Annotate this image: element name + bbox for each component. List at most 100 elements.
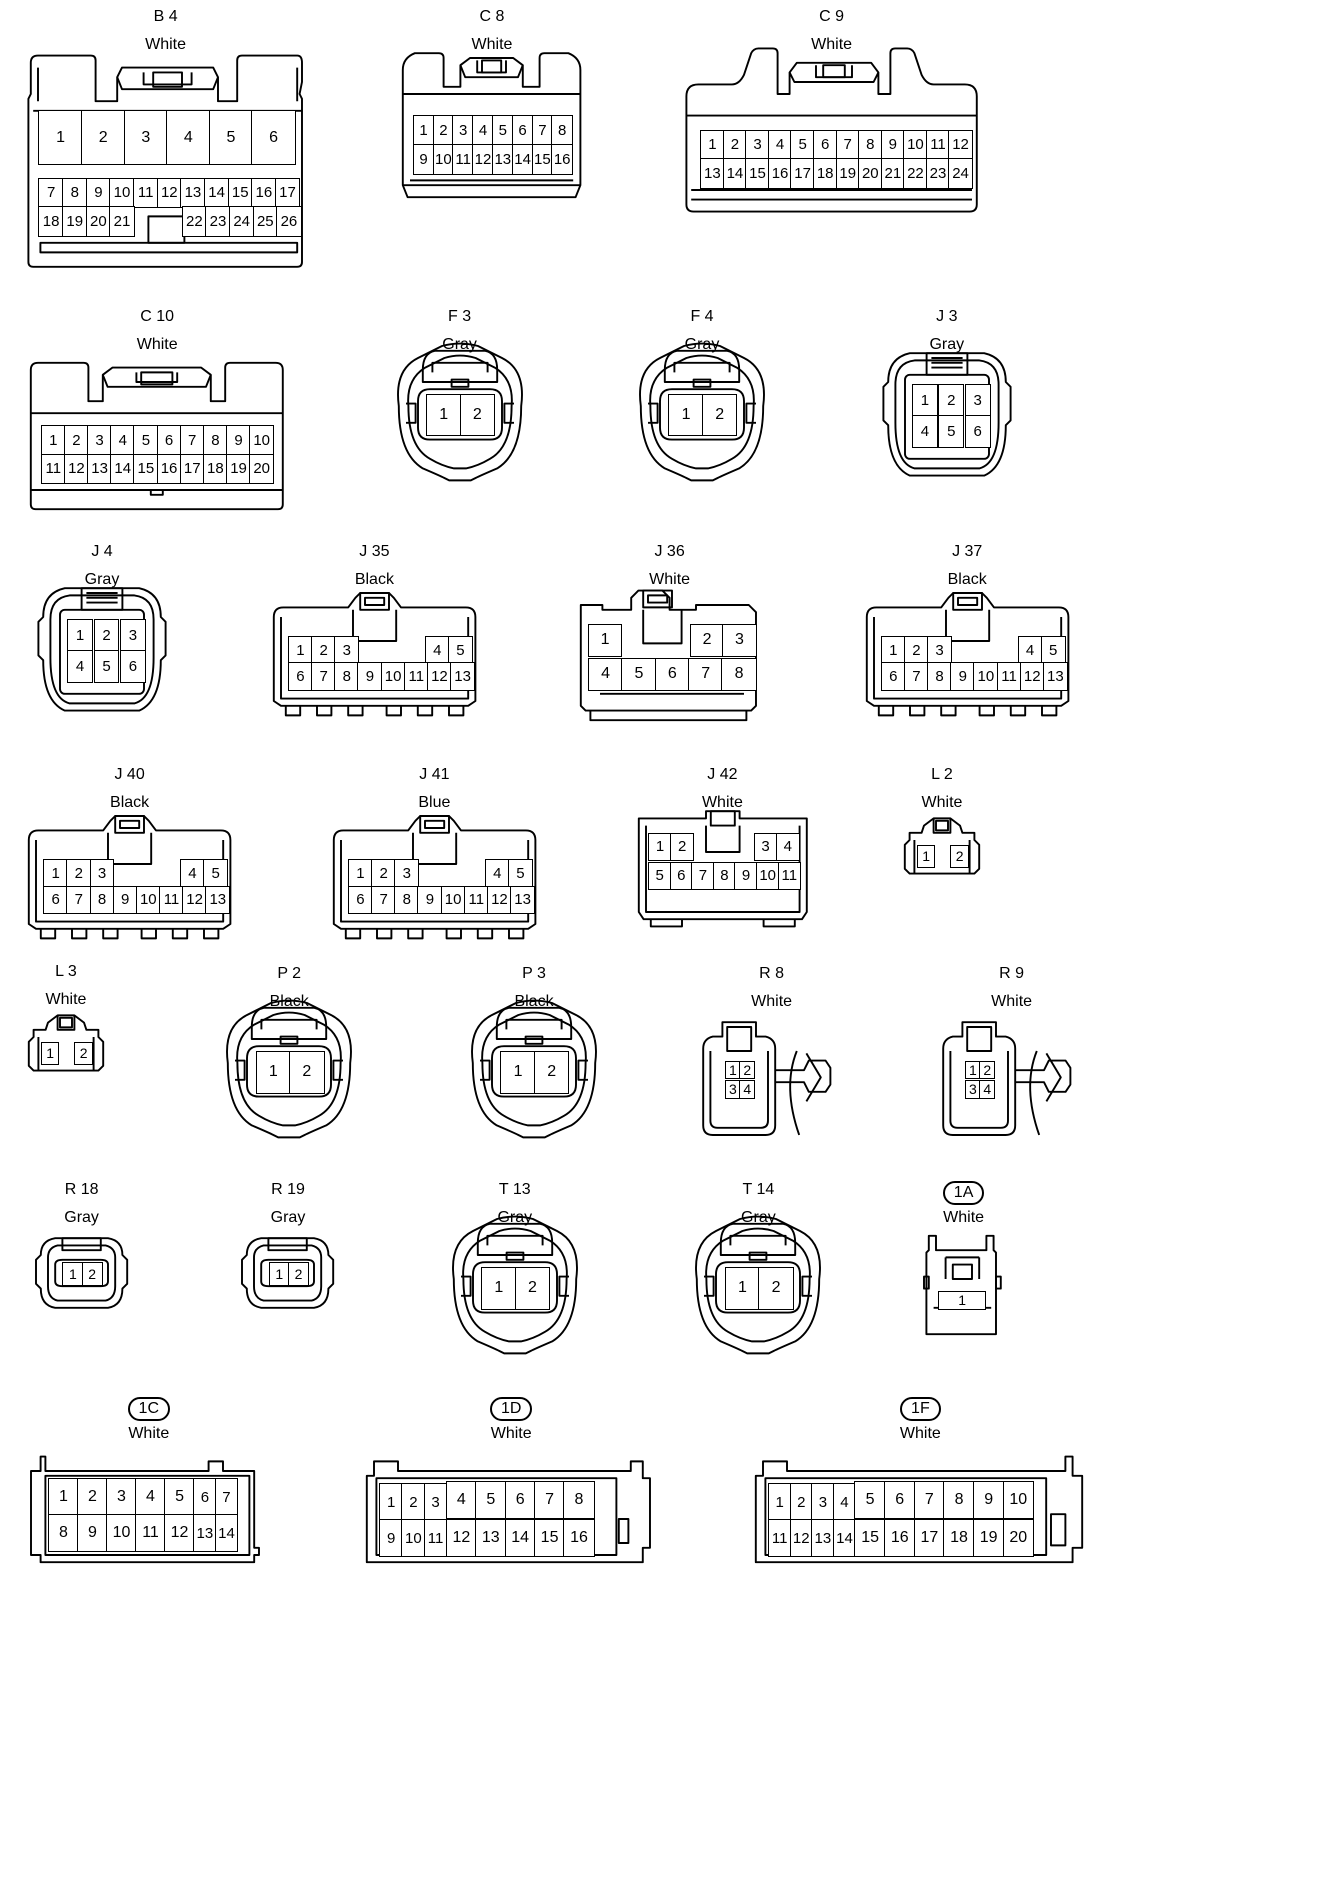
pin-cavity: 4 — [1017, 635, 1043, 665]
pin-cavity: 2 — [459, 393, 495, 437]
pin-cavity: 15 — [854, 1519, 886, 1557]
pin-cavity: 8 — [943, 1480, 975, 1519]
pin-cavity: 4 — [135, 1478, 166, 1517]
pin-cavity: 10 — [755, 861, 780, 890]
connector-code: C 8 — [398, 8, 585, 26]
pin-cavity: 1 — [40, 424, 66, 456]
pin-cavity: 10 — [432, 143, 455, 175]
pin-cavity: 9 — [226, 424, 252, 456]
connector-color: White — [811, 35, 853, 53]
pin-cavity: 6 — [120, 650, 146, 684]
pin-cavity: 3 — [724, 1079, 741, 1099]
pin-cavity: 17 — [913, 1519, 946, 1557]
pin-cavity: 15 — [133, 453, 159, 485]
pin-cavity: 10 — [106, 1514, 137, 1553]
pin-cavity: 4 — [110, 424, 136, 456]
pin-cavity: 9 — [972, 1480, 1005, 1519]
connector-code: R 19 — [230, 1181, 345, 1199]
pin-cavity: 13 — [180, 177, 206, 209]
pin-cavity: 7 — [371, 885, 397, 914]
pin-cavity: 4 — [180, 859, 205, 888]
pin-cavity: 1 — [481, 1267, 517, 1310]
connector-color: White — [921, 794, 963, 811]
connector-code: T 14 — [680, 1181, 836, 1199]
connector-outline — [942, 1021, 1072, 1137]
pin-cavity: 4 — [911, 415, 938, 449]
pin-cavity: 14 — [832, 1519, 857, 1557]
connector-code-text: C 9 — [819, 7, 845, 25]
pin-cavity: 7 — [688, 657, 724, 691]
pin-cavity: 5 — [93, 650, 120, 684]
pin-cavity: 12 — [789, 1519, 813, 1557]
pin-cavity: 8 — [62, 177, 88, 209]
connector-outline — [27, 1014, 105, 1072]
pin-cavity: 6 — [347, 885, 373, 914]
connector-code-text: R 9 — [999, 965, 1025, 983]
connector-color: White — [490, 1425, 532, 1443]
pin-cavity: 2 — [66, 859, 92, 888]
connector-code-text: J 41 — [419, 766, 450, 783]
pin-cavity: 1 — [668, 393, 704, 437]
pin-cavity: 9 — [379, 1519, 404, 1557]
connector-code: J 36 — [576, 543, 763, 561]
connector-code-text: 1F — [900, 1397, 941, 1422]
connector-outline — [903, 817, 981, 875]
pin-cavity: 23 — [925, 158, 951, 189]
pin-cavity: 2 — [81, 1262, 103, 1286]
connector-code-text: P 3 — [522, 965, 546, 983]
pin-cavity: 11 — [40, 453, 66, 485]
pin-cavity: 9 — [950, 662, 976, 691]
pin-cavity: 15 — [531, 143, 554, 175]
connector-code: R 18 — [24, 1181, 139, 1199]
connector-color: Gray — [84, 570, 120, 588]
pin-cavity: 7 — [903, 662, 929, 691]
connector-code-text: T 14 — [742, 1181, 775, 1199]
pin-cavity: 12 — [486, 885, 512, 914]
pin-cavity: 13 — [193, 1514, 217, 1553]
pin-cavity: 6 — [813, 129, 838, 161]
pin-cavity: 4 — [484, 859, 510, 888]
pin-cavity: 5 — [1040, 635, 1066, 665]
pin-cavity: 10 — [903, 129, 928, 161]
pin-cavity: 10 — [380, 662, 406, 691]
connector-code-text: T 13 — [498, 1181, 531, 1199]
connector-outline — [695, 1215, 822, 1355]
pin-cavity: 1 — [67, 619, 93, 653]
connector-code: B 4 — [26, 8, 304, 26]
pin-cavity: 1 — [938, 1291, 986, 1310]
connector-outline — [272, 591, 477, 717]
pin-cavity: 26 — [276, 206, 302, 237]
pin-cavity: 5 — [491, 115, 514, 146]
pin-cavity: 6 — [884, 1480, 916, 1519]
connector-outline — [226, 999, 353, 1139]
connector-code-text: R 8 — [759, 965, 785, 983]
pin-cavity: 10 — [440, 885, 466, 914]
pin-cavity: 3 — [452, 115, 474, 146]
connector-code-text: J 40 — [114, 766, 145, 783]
pin-cavity: 4 — [767, 129, 793, 161]
pin-cavity: 11 — [423, 1519, 448, 1557]
pin-cavity: 12 — [156, 177, 183, 209]
pin-cavity: 6 — [880, 662, 906, 691]
pin-cavity: 23 — [205, 206, 231, 237]
pin-cavity: 5 — [507, 859, 533, 888]
pin-cavity: 2 — [432, 115, 455, 146]
pin-cavity: 1 — [412, 115, 435, 146]
connector-color: Black — [110, 794, 150, 811]
pin-cavity: 9 — [77, 1514, 108, 1553]
pin-cavity: 1 — [500, 1051, 536, 1094]
pin-cavity: 8 — [721, 657, 757, 691]
pin-cavity: 21 — [109, 206, 135, 237]
pin-cavity: 5 — [164, 1478, 195, 1517]
connector-code-text: R 19 — [271, 1181, 305, 1199]
connector-color: White — [471, 35, 513, 53]
connector-color: Black — [947, 570, 987, 588]
